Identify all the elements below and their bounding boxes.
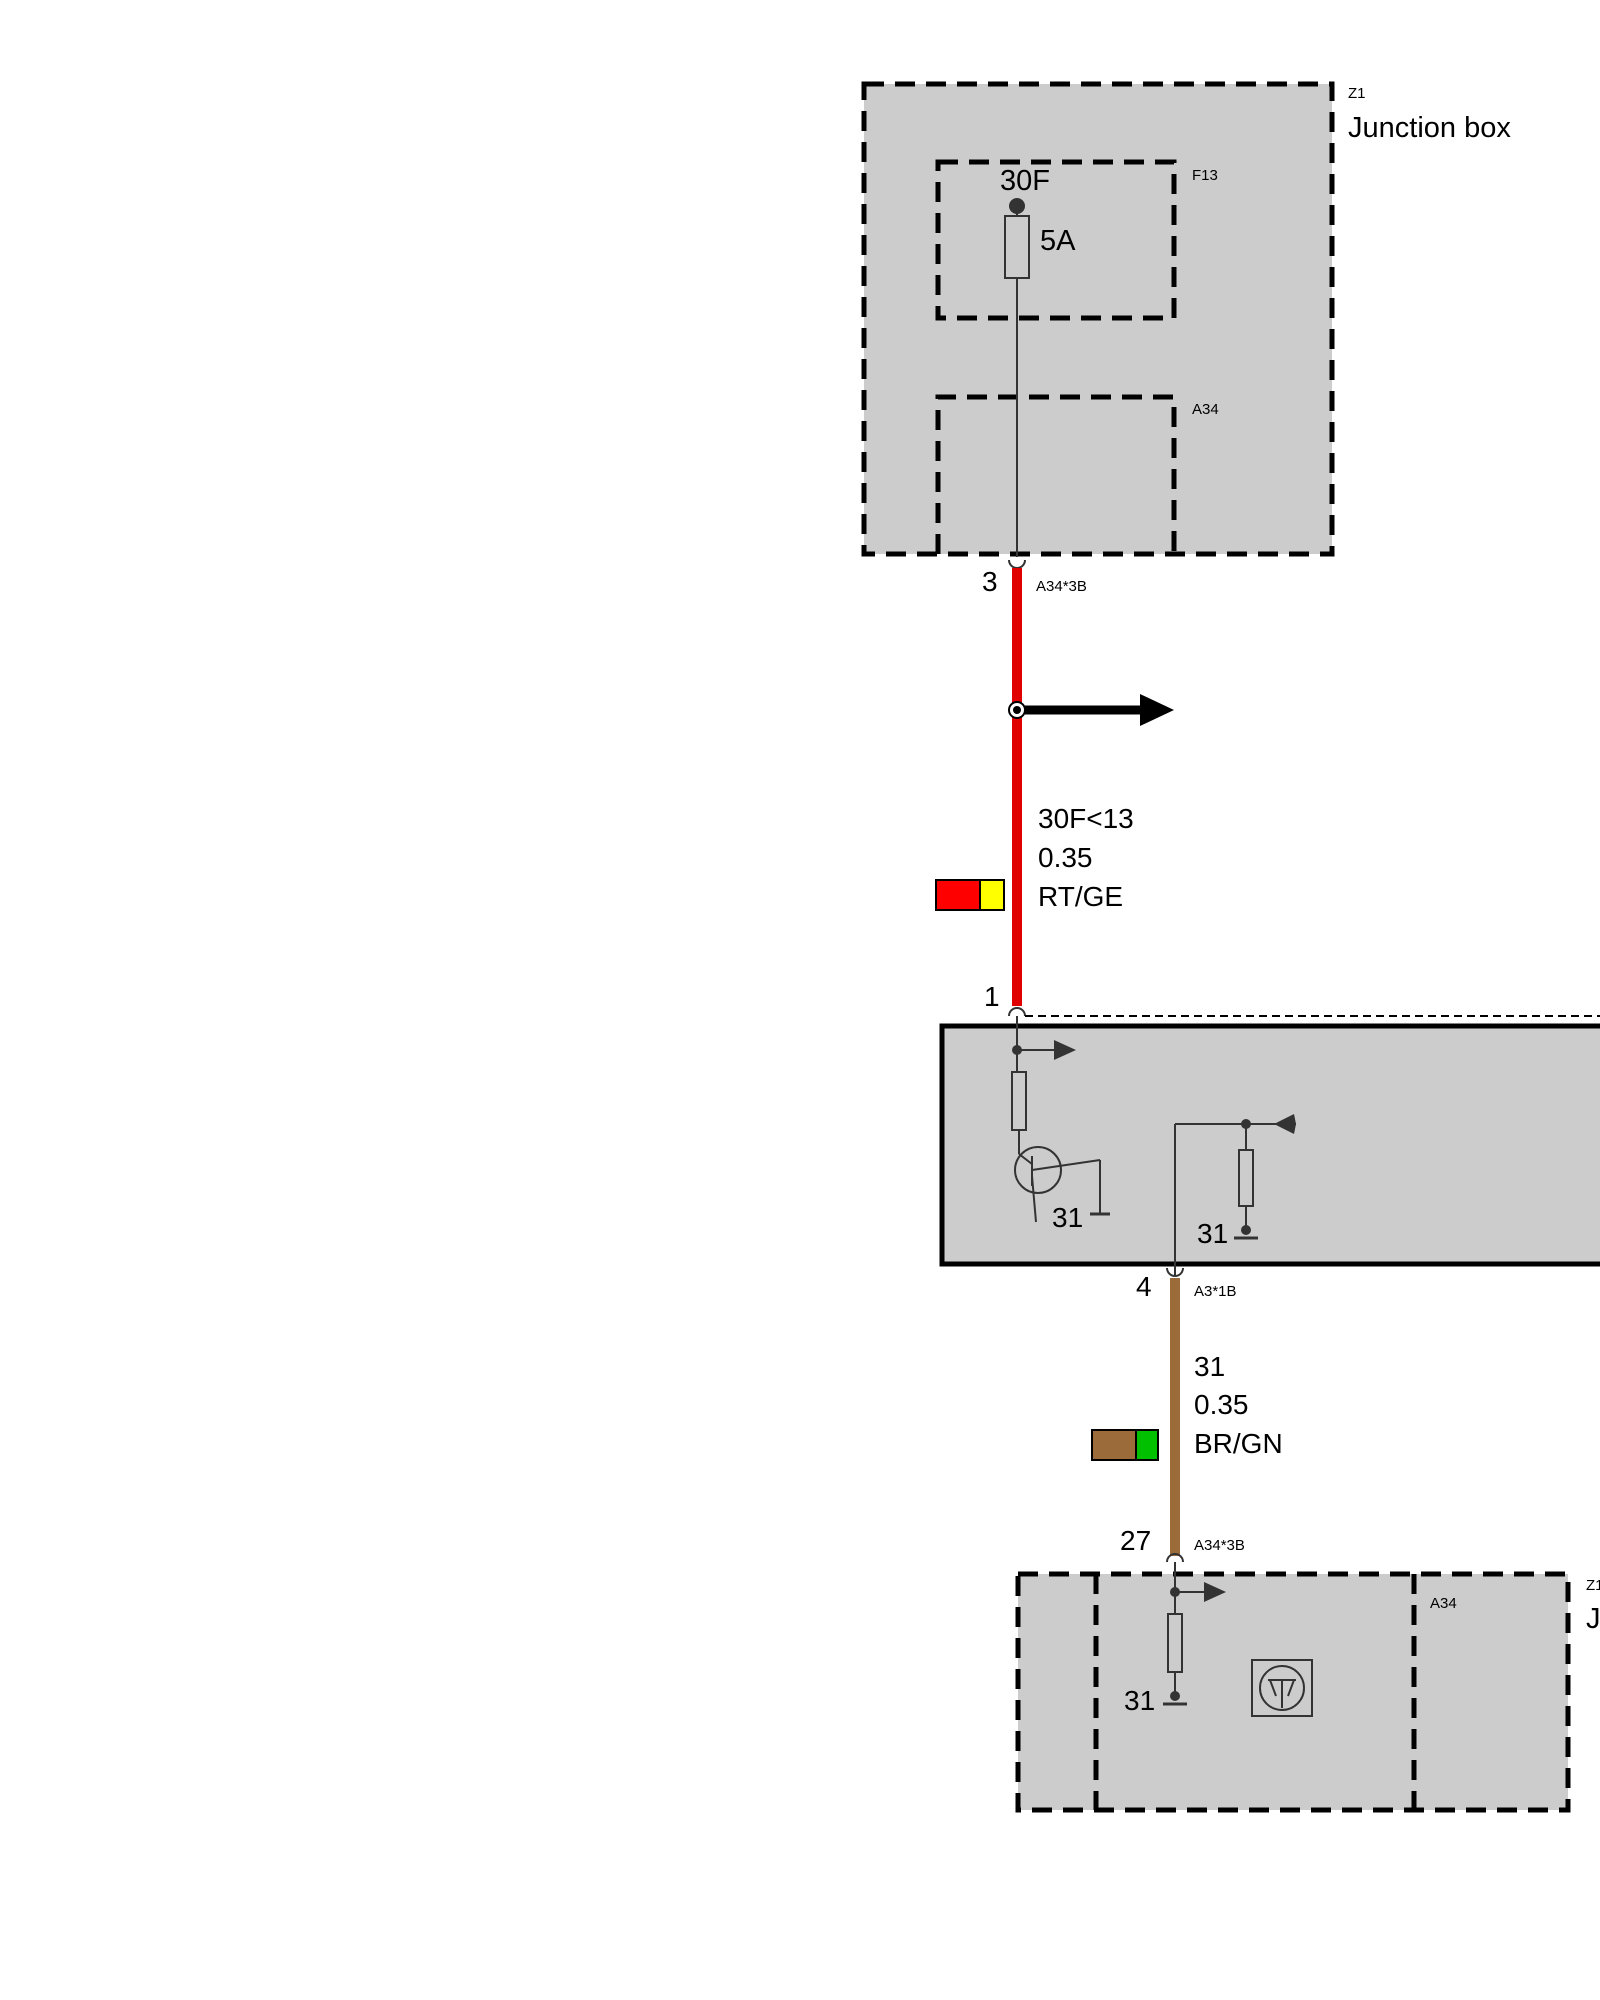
jb-transistor-leg-right: [1287, 1679, 1295, 1697]
pin-3-connector-label: A34*3B: [1036, 578, 1087, 595]
wire-2-color-swatch-brown: [1091, 1429, 1137, 1461]
pin-3-label: 3: [982, 566, 998, 597]
jb-transistor-leg-left: [1269, 1679, 1277, 1697]
cu-ground-right-label: 31: [1197, 1218, 1228, 1249]
wire-1-signal: 30F<13: [1038, 803, 1134, 834]
pin-27-connector-label: A34*3B: [1194, 1537, 1245, 1554]
wire-1: 30F<13 0.35 RT/GE: [935, 568, 1174, 1006]
pin-27-label: 27: [1120, 1525, 1151, 1556]
junction-box-top-ref: Z1: [1348, 85, 1366, 102]
pin-4-label: 4: [1136, 1271, 1152, 1302]
splice-dot-center: [1013, 706, 1021, 714]
wire-1-color-code: RT/GE: [1038, 881, 1123, 912]
fuse-rating-label: 5A: [1040, 225, 1076, 257]
fuse-terminal-label: 30F: [1000, 165, 1050, 197]
fuse-ref-label: F13: [1192, 167, 1218, 184]
jb-resistor-icon: [1167, 1613, 1183, 1673]
cu-right-ground-node: [1241, 1225, 1251, 1235]
wire-2: 31 0.35 BR/GN: [1091, 1278, 1283, 1556]
jb-bottom-name-partial: J: [1586, 1603, 1600, 1635]
jb-transistor-circle: [1259, 1665, 1305, 1711]
pin-1-label: 1: [984, 981, 1000, 1012]
junction-box-bottom: 27 A34*3B A34 Z1 J 31: [1015, 1525, 1600, 1813]
fuse-icon: [1004, 215, 1030, 279]
junction-box-bottom-outline: [1015, 1571, 1571, 1813]
cu-signal-in-arrow-icon: [1274, 1114, 1294, 1134]
wire-2-signal: 31: [1194, 1351, 1225, 1382]
jb-transistor-frame: [1251, 1659, 1313, 1717]
wire-1-color-swatch-red: [935, 879, 981, 911]
control-unit-box: [939, 1023, 1600, 1267]
continuation-arrow-icon: [1140, 694, 1174, 726]
wire-2-color-swatch-green: [1135, 1429, 1159, 1461]
jb-bottom-ref-partial: Z1: [1586, 1577, 1600, 1594]
cu-signal-out-arrow-icon: [1054, 1040, 1076, 1060]
cu-right-line-end: [1294, 1114, 1296, 1134]
control-unit: 1 31 31 4 A3*1B: [939, 981, 1600, 1302]
cu-transistor-lead: [1031, 1159, 1101, 1171]
wire-2-gauge: 0.35: [1194, 1389, 1249, 1420]
pin-27-socket-icon: [1166, 1553, 1184, 1563]
connector-a34-outline: [935, 394, 1177, 554]
cu-transistor-collector: [1018, 1153, 1033, 1165]
jb-signal-arrow-icon: [1204, 1582, 1226, 1602]
jb-bottom-connector-ref: A34: [1430, 1595, 1457, 1612]
cu-transistor-icon: [1014, 1146, 1062, 1194]
pin-3-socket-icon: [1008, 559, 1026, 569]
wire-1-gauge: 0.35: [1038, 842, 1093, 873]
jb-ground-label: 31: [1124, 1685, 1155, 1716]
wire-1-color-swatch-yellow: [979, 879, 1005, 911]
pin-1-socket-icon: [1008, 1007, 1026, 1017]
jb-transistor-module-icon: [1251, 1659, 1313, 1717]
wire-2-color-code: BR/GN: [1194, 1428, 1283, 1459]
cu-ground-left-label: 31: [1052, 1202, 1083, 1233]
pin-4-socket-icon: [1166, 1267, 1184, 1277]
junction-box-top-name: Junction box: [1348, 112, 1511, 144]
jb-ground-node: [1170, 1691, 1180, 1701]
cu-resistor-1-icon: [1011, 1071, 1027, 1131]
connector-ref-label: A34: [1192, 401, 1219, 418]
junction-box-top: Z1 Junction box F13 A34 30F 5A 3 A34*3B: [861, 81, 1511, 597]
cu-resistor-2-icon: [1238, 1149, 1254, 1207]
pin-4-connector-label: A3*1B: [1194, 1283, 1237, 1300]
fuse-f13-outline: [935, 159, 1177, 321]
cu-transistor-emitter: [1031, 1175, 1037, 1223]
